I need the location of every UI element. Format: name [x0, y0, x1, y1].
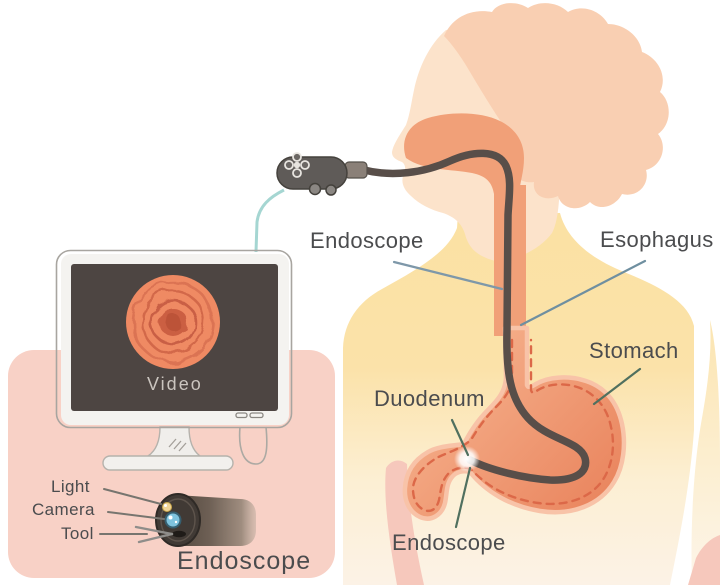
- endoscope-tube: [360, 149, 590, 484]
- label-video-screen-caption: Video: [147, 374, 203, 394]
- right-arm: [691, 320, 720, 585]
- label-camera: Camera: [32, 500, 95, 519]
- light-pointer-line: [103, 488, 162, 505]
- handle-button: [308, 182, 322, 196]
- stomach: [402, 325, 627, 521]
- scope-video-cable: [254, 188, 285, 253]
- lens-highlight: [174, 520, 178, 524]
- stomach-inner-dashed-line: [411, 338, 615, 513]
- label-esophagus: Esophagus: [600, 227, 714, 252]
- scope-tip-detail: [134, 493, 256, 547]
- label-endoscope-lower: Endoscope: [392, 530, 506, 555]
- hair: [444, 3, 669, 209]
- monitor-power-cable: [238, 426, 268, 465]
- camera-pointer-line: [107, 511, 165, 520]
- endoscope-lower-pointer-line: [454, 466, 472, 529]
- scope-tip-light-glow: [454, 446, 480, 472]
- tool-forceps: [134, 525, 174, 544]
- monitor-button: [235, 412, 248, 419]
- duodenum-pointer-line: [450, 418, 470, 457]
- label-stomach: Stomach: [589, 338, 679, 363]
- endoscope-upper-pointer-line: [392, 260, 504, 291]
- monitor-base: [102, 455, 234, 471]
- label-tool: Tool: [61, 524, 94, 543]
- label-light: Light: [51, 477, 90, 496]
- stand-hatch-marks: [168, 438, 187, 452]
- label-duodenum: Duodenum: [374, 386, 485, 411]
- handle-button: [325, 184, 337, 196]
- esophagus-pointer-line: [519, 259, 647, 327]
- video-monitor: [55, 249, 293, 471]
- light-source: [162, 502, 172, 512]
- stomach-pointer-line: [592, 367, 642, 406]
- endoscope-handle: [254, 152, 368, 253]
- stomach-group: [402, 325, 627, 521]
- label-endoscope-upper: Endoscope: [310, 228, 424, 253]
- monitor-button: [249, 412, 264, 419]
- light-sparkle: [164, 504, 167, 507]
- label-endoscope-device: Endoscope: [177, 547, 312, 575]
- monitor-outline: [55, 249, 293, 429]
- scope-tip-rim: [160, 498, 196, 542]
- tool-channel: [172, 530, 186, 538]
- handle-connector: [344, 161, 368, 179]
- left-hand: [385, 460, 424, 585]
- control-knob: [284, 152, 310, 178]
- camera-lens: [164, 511, 182, 529]
- endoscope-video-view: [126, 275, 220, 369]
- right-hand: [688, 535, 720, 585]
- lens-highlight: [168, 515, 173, 520]
